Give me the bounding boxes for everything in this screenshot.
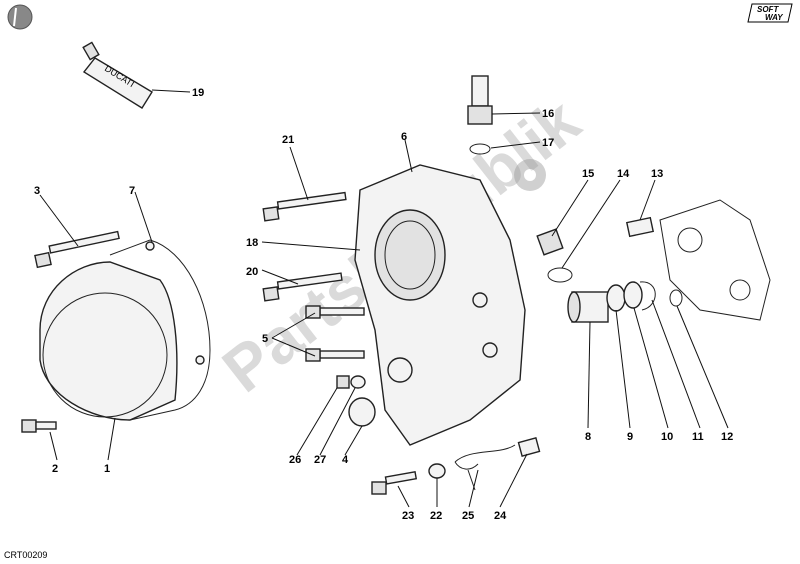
document-code: CRT00209 bbox=[4, 550, 47, 560]
part-1-clutch-cover bbox=[39, 261, 178, 421]
part-16-sensor bbox=[467, 75, 493, 125]
part-17-washer bbox=[469, 143, 491, 155]
callout-13: 13 bbox=[651, 168, 663, 180]
part-21-bolt bbox=[262, 191, 347, 222]
logo-line2: WAY bbox=[765, 13, 783, 22]
callout-8: 8 bbox=[585, 431, 591, 443]
part-10-ring bbox=[623, 281, 643, 309]
callout-12: 12 bbox=[721, 431, 733, 443]
part-5-bolts bbox=[305, 305, 365, 362]
part-8-sleeve bbox=[567, 291, 609, 323]
part-23-bolt bbox=[371, 471, 418, 495]
badge-icon bbox=[7, 4, 33, 30]
callout-14: 14 bbox=[617, 168, 630, 180]
part-11-circlip bbox=[639, 281, 656, 311]
part-13-bushing bbox=[625, 216, 655, 238]
callout-20: 20 bbox=[246, 266, 258, 278]
callout-5: 5 bbox=[262, 333, 268, 345]
callout-10: 10 bbox=[661, 431, 673, 443]
part-7-gasket bbox=[109, 239, 211, 421]
callout-2: 2 bbox=[52, 463, 58, 475]
part-14-o-ring bbox=[547, 267, 573, 283]
softway-logo: SOFT WAY bbox=[747, 3, 793, 23]
part-12-o-ring bbox=[669, 289, 683, 307]
callout-17: 17 bbox=[542, 137, 554, 149]
part-19-grease-tube: DUCATI bbox=[82, 41, 153, 109]
logo-line1: SOFT bbox=[757, 5, 779, 14]
part-2-bolt bbox=[21, 419, 57, 433]
callout-16: 16 bbox=[542, 108, 554, 120]
callout-19: 19 bbox=[192, 87, 204, 99]
part-4-seal bbox=[348, 397, 376, 427]
part-24-bushing bbox=[517, 437, 541, 457]
callout-26: 26 bbox=[289, 454, 301, 466]
callout-25: 25 bbox=[462, 510, 474, 522]
callout-4: 4 bbox=[342, 454, 349, 466]
part-6-main-cover bbox=[354, 164, 526, 446]
callout-22: 22 bbox=[430, 510, 442, 522]
callout-23: 23 bbox=[402, 510, 414, 522]
callout-7: 7 bbox=[129, 185, 135, 197]
callout-6: 6 bbox=[401, 131, 407, 143]
part-20-bolt bbox=[262, 272, 343, 302]
callout-labels: 19 3 7 2 1 21 6 18 20 5 26 27 4 16 17 15… bbox=[34, 87, 733, 522]
part-15-filler-cap bbox=[536, 228, 564, 256]
part-26-plug bbox=[336, 375, 350, 389]
callout-18: 18 bbox=[246, 237, 258, 249]
callout-21: 21 bbox=[282, 134, 294, 146]
callout-11: 11 bbox=[692, 431, 704, 443]
part-9-ring bbox=[606, 284, 626, 312]
callout-3: 3 bbox=[34, 185, 40, 197]
part-25-spring-clip bbox=[454, 444, 516, 491]
gear-watermark-icon bbox=[514, 159, 546, 191]
callout-15: 15 bbox=[582, 168, 594, 180]
callout-1: 1 bbox=[104, 463, 110, 475]
part-27-washer bbox=[350, 375, 366, 389]
callout-24: 24 bbox=[494, 510, 507, 522]
callout-27: 27 bbox=[314, 454, 326, 466]
engine-case-fragment bbox=[659, 199, 771, 321]
callout-9: 9 bbox=[627, 431, 633, 443]
part-22-washer bbox=[428, 463, 446, 479]
leader-lines bbox=[39, 89, 729, 508]
part-3-bolt bbox=[34, 230, 120, 269]
